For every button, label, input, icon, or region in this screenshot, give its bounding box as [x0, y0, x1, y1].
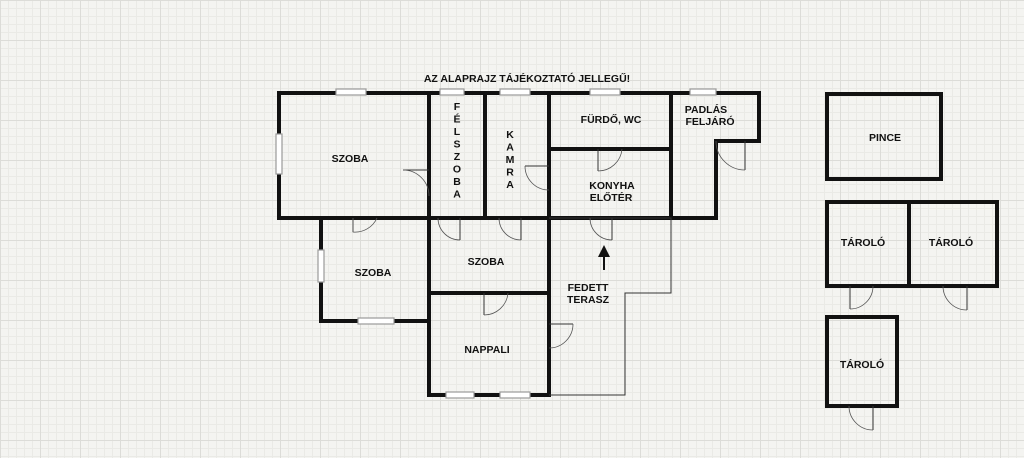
terrace-outline — [549, 217, 672, 396]
door-swing-icon — [352, 140, 746, 349]
room-label-nappali: NAPPALI — [464, 344, 509, 356]
room-label-feljaro: FELJÁRÓ — [685, 115, 734, 128]
room-label-konyha: KONYHA — [589, 180, 635, 192]
room-label-szoba: SZOBA — [468, 256, 505, 268]
plan-notice: AZ ALAPRAJZ TÁJÉKOZTATÓ JELLEGŰ! — [424, 72, 630, 85]
arrow-up-icon — [598, 245, 610, 270]
room-label-tarolo: TÁROLÓ — [841, 236, 885, 249]
room-label-tarolo: TÁROLÓ — [840, 358, 884, 371]
door-swing-icon — [848, 285, 968, 431]
window-icon — [275, 88, 717, 399]
room-label-szoba: SZOBA — [332, 153, 369, 165]
room-label-furdo-wc: FÜRDŐ, WC — [581, 113, 642, 126]
outbuilding-walls — [825, 92, 999, 408]
room-label-terasz: TERASZ — [567, 294, 610, 306]
room-label-szoba: SZOBA — [355, 267, 392, 279]
room-label-fedett: FEDETT — [568, 282, 609, 294]
room-label-tarolo: TÁROLÓ — [929, 236, 973, 249]
room-label-padlas: PADLÁS — [685, 103, 727, 116]
room-label-pince: PINCE — [869, 132, 901, 144]
house-walls — [277, 91, 761, 397]
room-label-eloter: ELŐTÉR — [590, 191, 633, 204]
